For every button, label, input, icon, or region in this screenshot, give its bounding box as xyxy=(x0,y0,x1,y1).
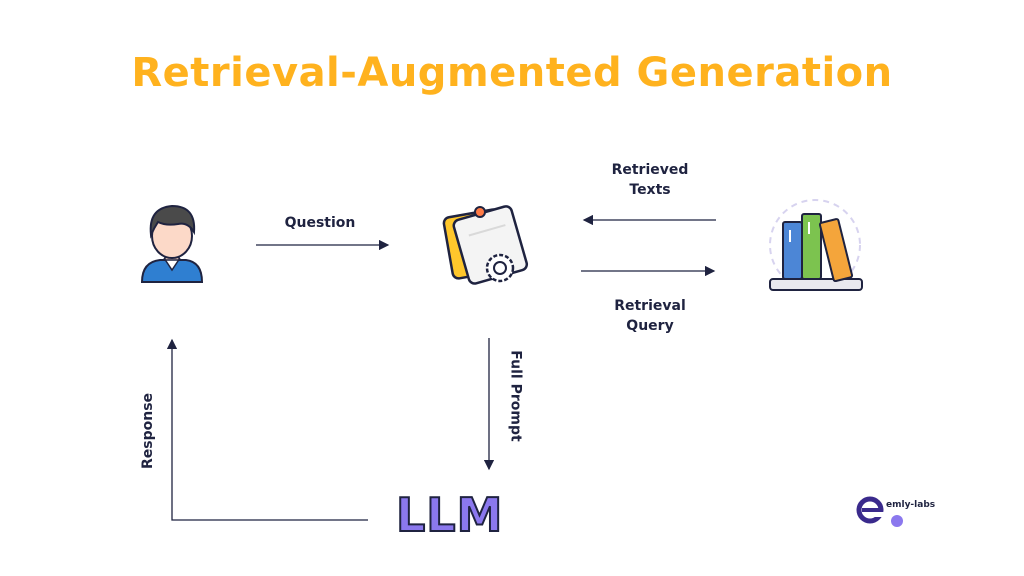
retrieval-query-label: Retrieval Query xyxy=(614,298,686,334)
emly-labs-logo xyxy=(856,496,884,524)
llm-label: LLM xyxy=(395,487,504,543)
logo-text: emly-labs xyxy=(886,500,936,510)
diagram-title: Retrieval-Augmented Generation xyxy=(131,50,893,96)
retrieved-texts-label: Retrieved Texts xyxy=(611,162,689,198)
question-label: Question xyxy=(284,215,356,231)
response-arrow xyxy=(166,338,368,521)
